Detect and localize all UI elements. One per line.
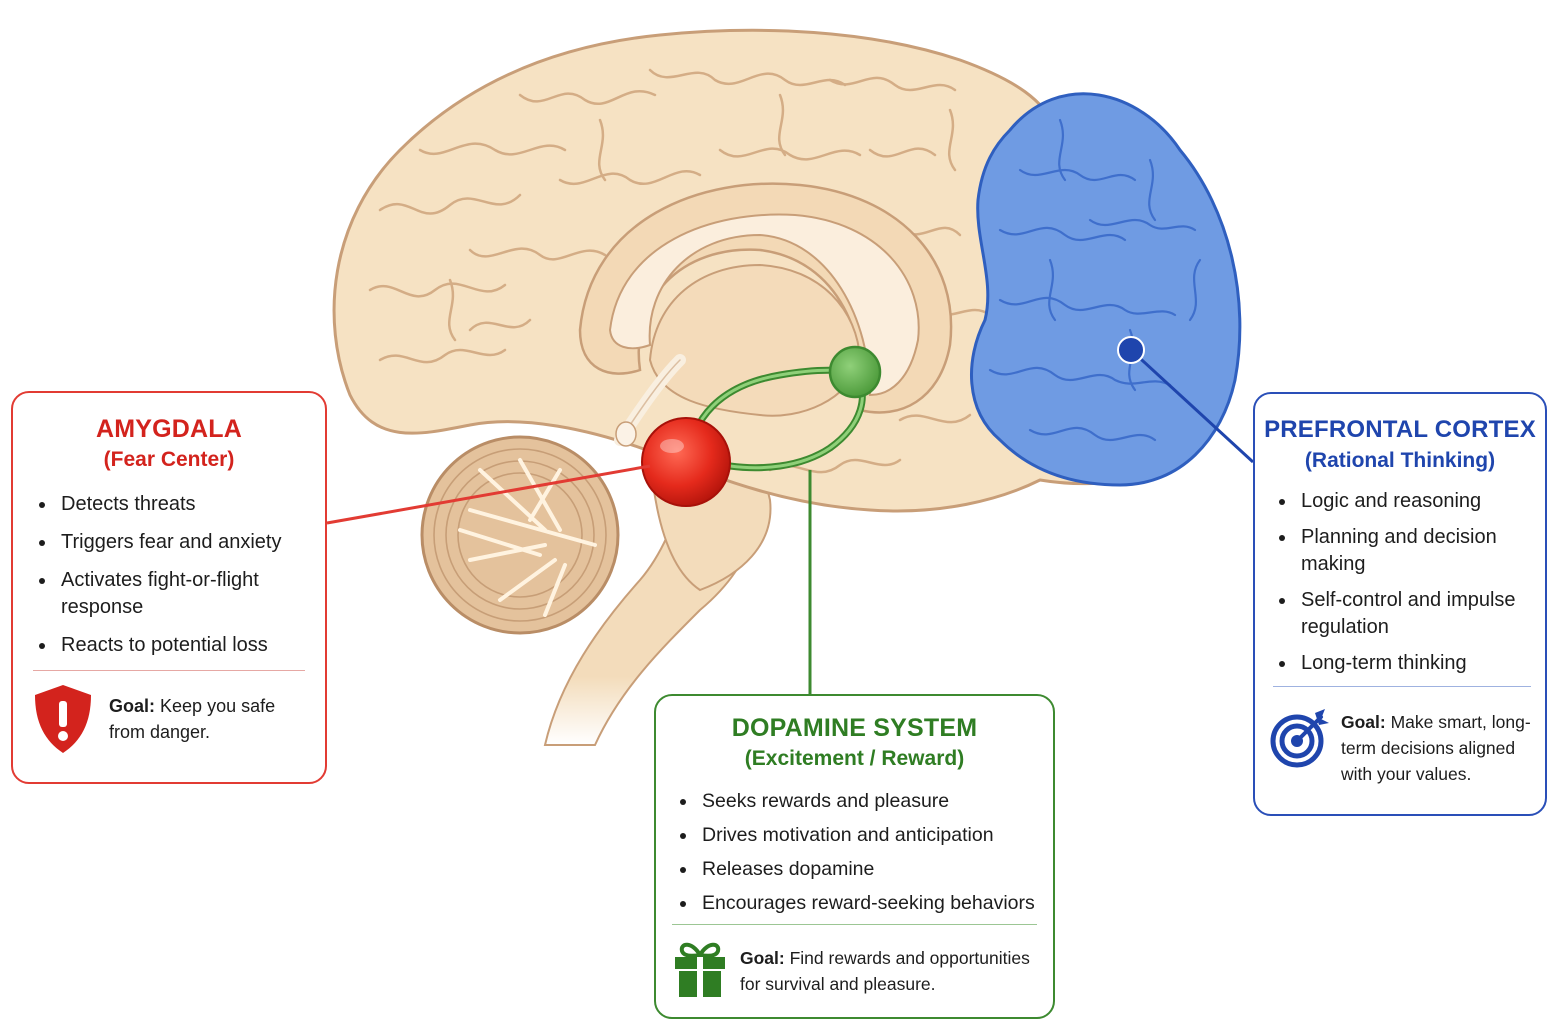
prefrontal-goal-label: Goal: (1341, 712, 1386, 732)
prefrontal-card: PREFRONTAL CORTEX (Rational Thinking) Lo… (1253, 392, 1547, 816)
amygdala-goal: Goal: Keep you safe from danger. (13, 671, 325, 761)
amygdala-bullet: Reacts to potential loss (35, 632, 315, 659)
prefrontal-cortex-region (971, 94, 1239, 485)
cerebellum (422, 437, 618, 633)
gift-icon (672, 939, 728, 999)
shield-alert-icon (31, 683, 95, 755)
prefrontal-subtitle: (Rational Thinking) (1255, 446, 1545, 476)
prefrontal-marker (1118, 337, 1144, 363)
prefrontal-bullets: Logic and reasoning Planning and decisio… (1275, 488, 1545, 677)
dopamine-goal-label: Goal: (740, 948, 785, 968)
amygdala-title: AMYGDALA (13, 413, 325, 445)
amygdala-bullet: Activates fight-or-flight response (35, 567, 315, 621)
dopamine-bullet: Drives motivation and anticipation (676, 822, 1056, 849)
prefrontal-bullet: Self-control and impulse regulation (1275, 587, 1545, 641)
dopamine-bullet: Releases dopamine (676, 856, 1056, 883)
prefrontal-goal-text: Goal: Make smart, long-term decisions al… (1341, 709, 1549, 787)
mammillary-body (616, 422, 636, 446)
dopamine-title: DOPAMINE SYSTEM (656, 712, 1053, 744)
prefrontal-title: PREFRONTAL CORTEX (1255, 414, 1545, 446)
dopamine-goal-text: Goal: Find rewards and opportunities for… (740, 945, 1050, 997)
prefrontal-bullet: Long-term thinking (1275, 650, 1545, 677)
dopamine-bullet: Seeks rewards and pleasure (676, 788, 1056, 815)
dopamine-bullet: Encourages reward-seeking behaviors (676, 890, 1056, 917)
dopamine-subtitle: (Excitement / Reward) (656, 744, 1053, 774)
amygdala-bullets: Detects threats Triggers fear and anxiet… (35, 491, 315, 659)
dopamine-bullets: Seeks rewards and pleasure Drives motiva… (676, 788, 1056, 917)
amygdala-card: AMYGDALA (Fear Center) Detects threats T… (11, 391, 327, 784)
prefrontal-bullet: Logic and reasoning (1275, 488, 1545, 515)
amygdala-bullet: Triggers fear and anxiety (35, 529, 315, 556)
target-icon (1269, 707, 1331, 769)
amygdala-subtitle: (Fear Center) (13, 445, 325, 475)
dopamine-node (830, 347, 880, 397)
amygdala-goal-text: Goal: Keep you safe from danger. (109, 693, 309, 745)
dopamine-card: DOPAMINE SYSTEM (Excitement / Reward) Se… (654, 694, 1055, 1019)
amygdala-goal-label: Goal: (109, 696, 155, 716)
amygdala-node (642, 418, 730, 506)
prefrontal-bullet: Planning and decision making (1275, 524, 1545, 578)
dopamine-goal: Goal: Find rewards and opportunities for… (656, 925, 1053, 1005)
prefrontal-goal: Goal: Make smart, long-term decisions al… (1255, 687, 1545, 787)
amygdala-bullet: Detects threats (35, 491, 315, 518)
